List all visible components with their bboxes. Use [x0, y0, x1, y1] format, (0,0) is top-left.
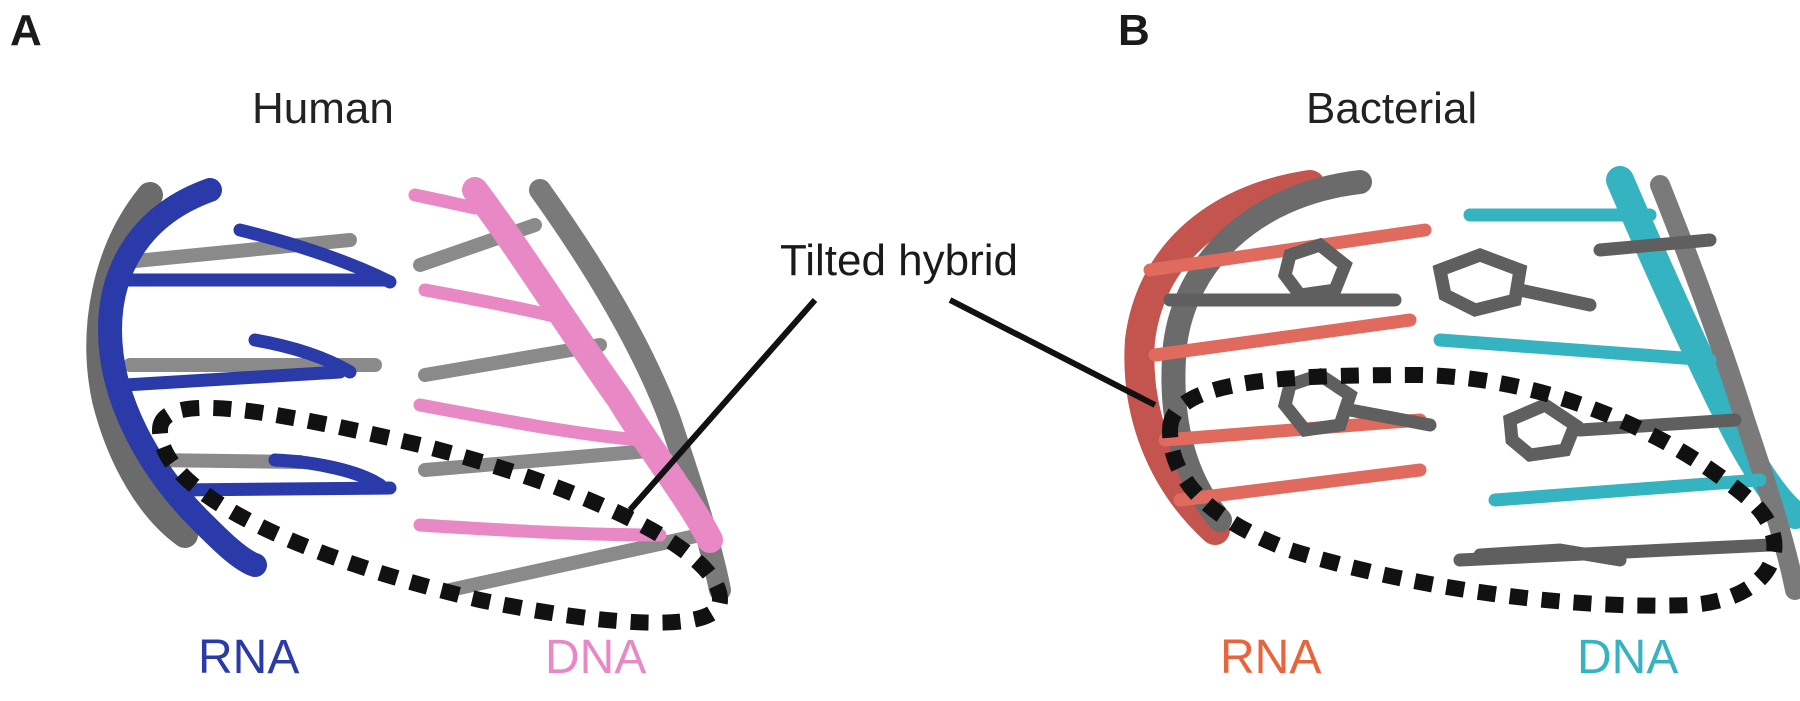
- panel-b-rna-label: RNA: [1220, 631, 1322, 684]
- panel-b-grey-backbone-right: [1650, 175, 1800, 600]
- panel-a-grey-backbone-left: [86, 182, 198, 548]
- panel-a-letter: A: [10, 6, 42, 55]
- callout-line-to-panel-b: [948, 297, 1157, 408]
- panel-a-dna-label: DNA: [545, 631, 647, 684]
- panel-b-dna-label: DNA: [1577, 631, 1679, 684]
- panel-a-structure: [86, 177, 731, 631]
- panel-a-title: Human: [252, 84, 394, 133]
- panel-a-grey-rungs: [118, 218, 707, 597]
- panel-a-rna-bases: [113, 223, 397, 497]
- panel-a-rna-backbone: [97, 178, 267, 577]
- panel-a-rna-label: RNA: [198, 631, 300, 684]
- tilted-hybrid-annotation: Tilted hybrid: [780, 236, 1019, 285]
- panel-b-structure: [1124, 166, 1800, 614]
- panel-b-dna-bases: [1433, 208, 1767, 507]
- panel-b-letter: B: [1118, 6, 1150, 55]
- panel-b-grey-backbone-left: [1161, 170, 1372, 532]
- panel-b-rna-backbone: [1124, 170, 1325, 545]
- panel-b-grey-bases: [1163, 233, 1777, 567]
- panel-a-dna-bases: [408, 188, 667, 542]
- panel-b-title: Bacterial: [1306, 84, 1478, 133]
- panel-a-dotted-outline: [151, 399, 729, 631]
- panel-a-dna-backbone: [462, 177, 723, 553]
- callout-line-to-panel-a: [627, 298, 818, 512]
- panel-b-rna-bases: [1143, 223, 1432, 507]
